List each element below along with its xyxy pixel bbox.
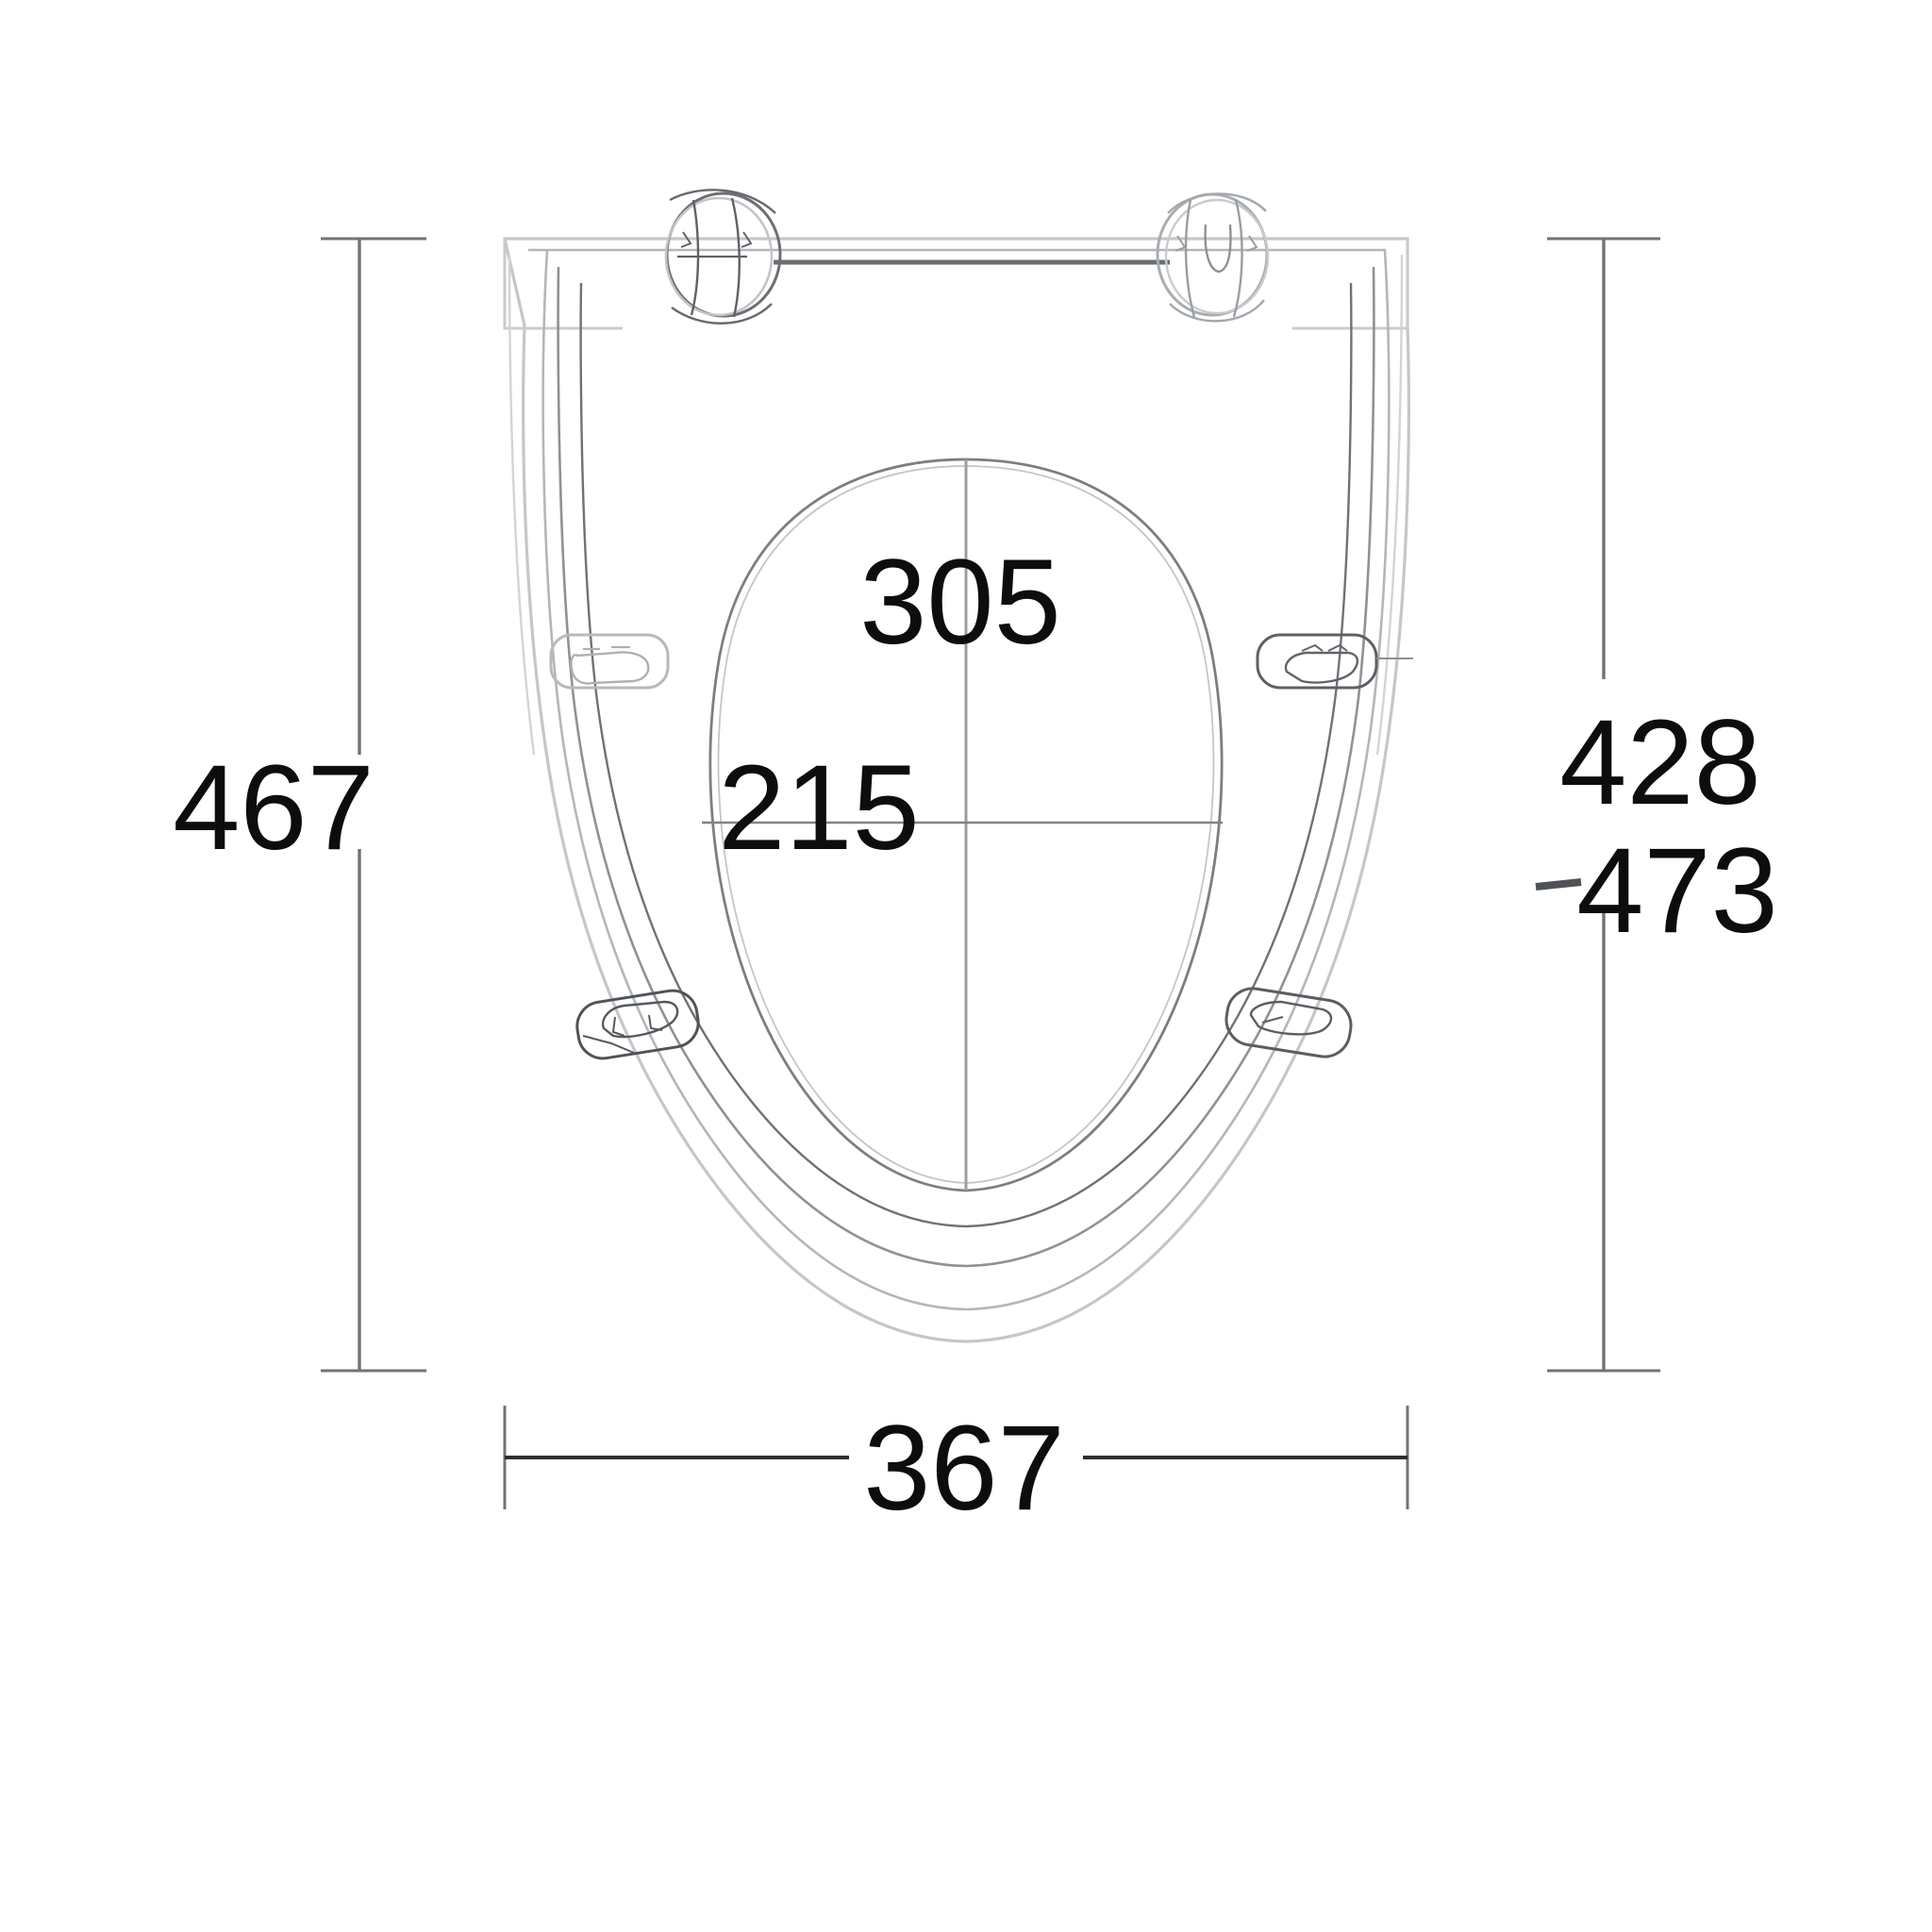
lid-top-left-notch — [503, 239, 623, 330]
seat-ring-inner-contour — [579, 282, 1353, 1228]
seat-left-edge-highlight — [508, 254, 536, 756]
dim-label-428: 428 — [1559, 695, 1761, 830]
right-hinge-circle — [1156, 192, 1270, 323]
dim-label-215: 215 — [718, 741, 920, 875]
bumper-lower-right — [1224, 987, 1353, 1058]
dim-label-305: 305 — [859, 535, 1061, 670]
dim-label-473: 473 — [1576, 824, 1778, 958]
lid-outer-contour — [502, 237, 1410, 1343]
dimension-lines-group — [321, 237, 1660, 1509]
bumper-upper-right — [1256, 633, 1413, 690]
dim-label-467: 467 — [173, 741, 375, 875]
seat-ring-outer-contour — [557, 266, 1375, 1268]
bumper-upper-left — [549, 633, 670, 690]
bumper-lower-left — [575, 989, 700, 1060]
dim-label-367: 367 — [863, 1401, 1065, 1536]
left-hinge-circle — [664, 189, 782, 325]
seat-geometry-group — [502, 189, 1413, 1343]
lid-top-right-notch — [1292, 239, 1409, 330]
seat-right-edge-highlight — [1375, 254, 1404, 756]
lid-inner-contour — [528, 248, 1391, 1311]
dim-473-tick — [1535, 878, 1582, 891]
dimension-labels-group: 467 428 473 305 215 367 — [173, 535, 1778, 1536]
